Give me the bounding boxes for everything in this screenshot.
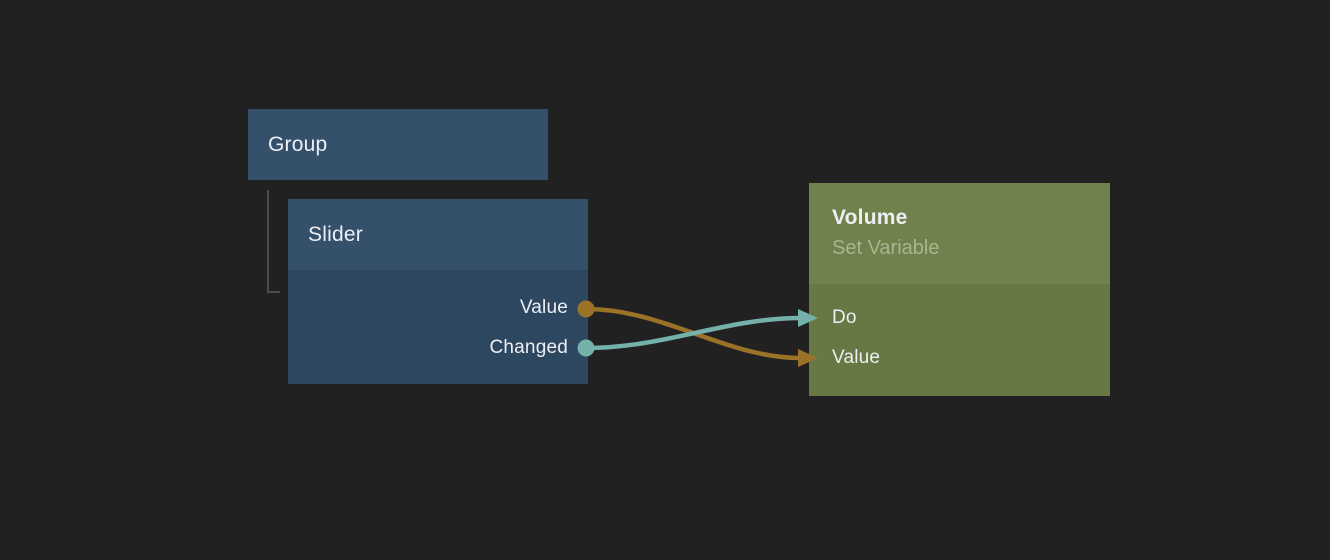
node-volume-body: Do Value bbox=[809, 284, 1110, 396]
group-child-connector-elbow bbox=[267, 291, 280, 293]
output-port-value[interactable]: Value bbox=[288, 288, 588, 328]
input-port-value-label: Value bbox=[832, 347, 881, 368]
node-group-title: Group bbox=[268, 133, 328, 156]
wire-changed-to-do[interactable] bbox=[585, 315, 802, 351]
wire-value-to-value[interactable] bbox=[585, 306, 802, 361]
input-port-value[interactable]: Value bbox=[809, 338, 1110, 378]
input-port-do[interactable]: Do bbox=[809, 298, 1110, 338]
node-volume-header[interactable]: Volume Set Variable bbox=[809, 183, 1110, 284]
node-slider-body: Value Changed bbox=[288, 270, 588, 384]
node-slider-header[interactable]: Slider bbox=[288, 199, 588, 270]
node-group[interactable]: Group bbox=[248, 109, 548, 180]
output-port-changed-label: Changed bbox=[489, 337, 568, 358]
output-port-changed[interactable]: Changed bbox=[288, 328, 588, 368]
node-slider[interactable]: Slider Value Changed bbox=[288, 199, 588, 384]
node-volume-title: Volume bbox=[832, 206, 908, 229]
group-child-connector-vertical bbox=[267, 190, 269, 293]
input-port-do-label: Do bbox=[832, 307, 857, 328]
output-port-value-label: Value bbox=[519, 297, 568, 318]
node-volume-subtitle: Set Variable bbox=[832, 237, 940, 259]
node-slider-title: Slider bbox=[308, 223, 363, 246]
node-volume[interactable]: Volume Set Variable Do Value bbox=[809, 183, 1110, 396]
